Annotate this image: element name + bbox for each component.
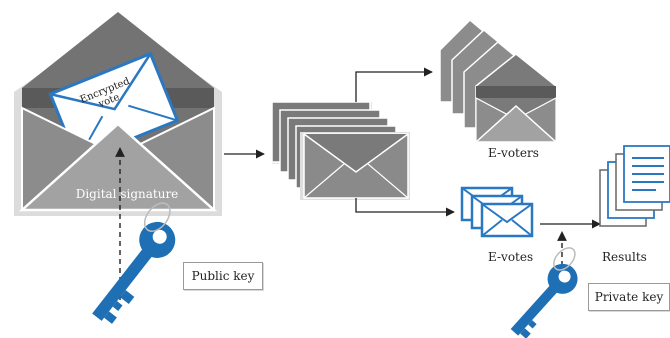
public-key-tag: Public key	[183, 262, 263, 290]
front-envelope	[300, 132, 410, 200]
private-key-tag: Private key	[588, 283, 670, 311]
results-label: Results	[602, 250, 647, 264]
digital-signature-label: Digital signature	[76, 187, 179, 201]
public-key-icon	[92, 202, 176, 324]
e-votes-icon	[460, 186, 534, 238]
e-voters-icon	[439, 18, 558, 144]
private-key-icon	[510, 247, 578, 338]
e-voters-label: E-voters	[488, 146, 539, 160]
private-key-label: Private key	[594, 290, 664, 304]
public-key-label: Public key	[191, 269, 255, 283]
envelope-stack	[271, 101, 410, 200]
encrypted-vote-card: Encrypted vote	[48, 51, 180, 163]
e-votes-label: E-votes	[488, 250, 534, 264]
branch-arrows	[355, 67, 455, 217]
results-icon	[599, 145, 670, 227]
envelope-front: Digital signature	[18, 106, 218, 212]
